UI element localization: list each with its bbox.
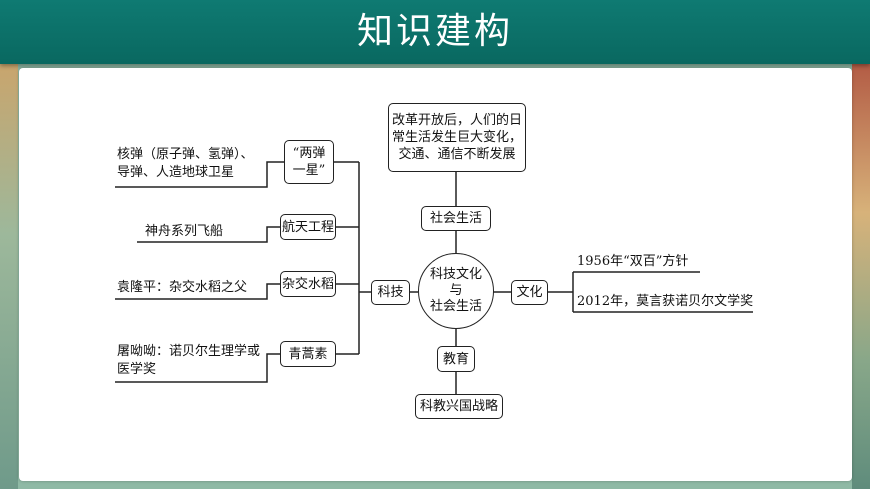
education-node: 教育 <box>437 346 475 372</box>
social-node: 社会生活 <box>421 206 491 231</box>
tech-branch-rice: 杂交水稻 <box>280 271 336 297</box>
title-bar: 知识建构 <box>0 0 870 64</box>
tech-branch-two-bombs: “两弹 一星” <box>284 140 334 184</box>
tech-detail-two-bombs: 核弹（原子弹、氢弹）、 导弹、人造地球卫星 <box>117 147 254 180</box>
tech-detail-3-bracket <box>115 283 280 300</box>
culture-node: 文化 <box>511 280 548 305</box>
tech-detail-artemisinin: 屠呦呦：诺贝尔生理学或 医学奖 <box>117 344 261 377</box>
culture-item-1: 1956年“双百”方针 <box>577 254 689 269</box>
social-detail-box: 改革开放后，人们的日 常生活发生巨大变化， 交通、通信不断发展 <box>388 103 526 172</box>
center-node: 科技文化 与 社会生活 <box>418 253 494 329</box>
tech-detail-1-bracket <box>115 161 284 188</box>
culture-item-2: 2012年，莫言获诺贝尔文学奖 <box>577 294 754 309</box>
background-left-decoration <box>0 64 18 489</box>
tech-branch-artemisinin: 青蒿素 <box>280 341 336 367</box>
education-detail-box: 科教兴国战略 <box>415 394 503 419</box>
page-title: 知识建构 <box>356 11 513 52</box>
tech-detail-space: 神舟系列飞船 <box>145 224 224 239</box>
tech-detail-rice: 袁隆平：杂交水稻之父 <box>117 280 248 295</box>
tech-detail-2-bracket <box>137 226 280 243</box>
tech-branch-space: 航天工程 <box>280 214 336 240</box>
tech-node: 科技 <box>371 280 410 305</box>
tech-detail-4-bracket <box>115 353 280 383</box>
background-right-decoration <box>852 64 870 489</box>
